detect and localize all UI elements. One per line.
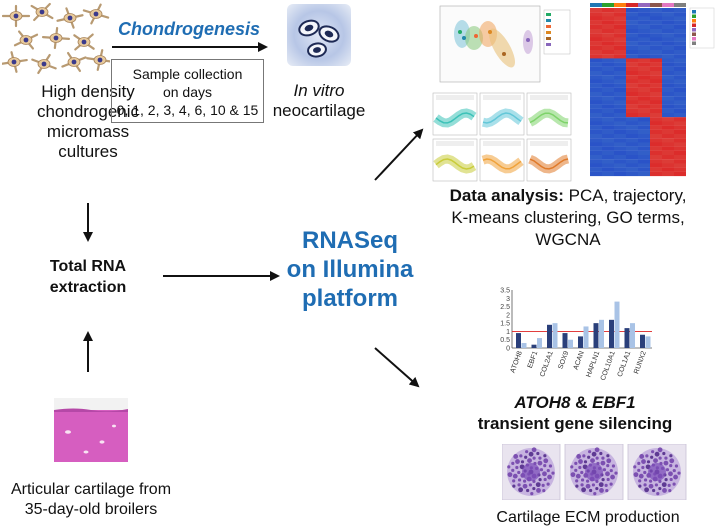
bar-chart-gene-label: EBF1 — [527, 350, 540, 369]
neocartilage-label: In vitro neocartilage — [272, 81, 366, 120]
bar-chart-y-tick: 2 — [506, 312, 510, 319]
cluster-trajectory-icon — [432, 92, 574, 182]
bar-chart-gene-label: ATOH8 — [510, 350, 524, 374]
bar-chart-bar — [599, 319, 604, 348]
total-rna-label: Total RNA extraction — [49, 258, 127, 296]
bar-chart-bar — [547, 324, 552, 348]
arrow-rnaseq-to-analysis — [374, 128, 424, 181]
bar-chart-bar — [624, 328, 630, 348]
data-analysis-label: Data analysis: PCA, trajectory, K-means … — [449, 186, 687, 249]
bar-chart-gene-label: COL2A1 — [539, 350, 555, 378]
bar-chart-gene-label: SOX9 — [557, 350, 570, 370]
bar-chart-bar — [645, 336, 651, 348]
bar-chart-bar — [630, 323, 635, 348]
bar-chart-bar — [593, 323, 599, 348]
bar-chart-bar — [578, 336, 583, 348]
bar-chart-bar — [583, 326, 589, 348]
bar-chart-bar — [516, 333, 521, 348]
bar-chart-gene-label: HAPLN1 — [585, 350, 601, 378]
rnaseq-label: RNASeq on Illumina platform — [286, 227, 414, 312]
bar-chart-y-tick: 3 — [506, 296, 510, 303]
bar-chart-bar — [568, 339, 573, 348]
bar-chart-bar — [609, 319, 614, 348]
bar-chart-y-tick: 1.5 — [500, 321, 510, 328]
stained-micromass-icon — [502, 444, 690, 500]
ecm-label: Cartilage ECM production — [496, 509, 680, 526]
neocartilage-cells-icon — [287, 4, 351, 66]
bar-chart-y-tick: 0.5 — [500, 337, 510, 344]
bar-chart-bar — [531, 344, 537, 348]
bar-chart-y-tick: 3.5 — [500, 288, 510, 295]
articular-label: Articular cartilage from 35-day-old broi… — [10, 481, 172, 518]
bar-chart-y-tick: 0 — [506, 346, 510, 353]
bar-chart-bar — [562, 333, 568, 348]
pca-plot-icon — [432, 4, 572, 90]
bar-chart-bar — [640, 334, 645, 348]
bar-chart-bar — [537, 338, 542, 348]
cartilage-histology-icon — [54, 398, 128, 462]
bar-chart-bar — [521, 343, 527, 348]
bar-chart-y-tick: 1 — [506, 329, 510, 336]
bar-chart-gene-label: RUNX2 — [633, 350, 648, 375]
arrow-rnaseq-to-silencing — [374, 347, 420, 388]
sample-collection-box: Sample collection on days 0, 1, 2, 3, 4,… — [111, 59, 264, 123]
chondrogenesis-label: Chondrogenesis — [118, 19, 261, 39]
bar-chart-gene-label: ACAN — [573, 350, 586, 371]
stellate-cells-icon — [2, 2, 110, 76]
bar-chart-bar — [614, 301, 620, 348]
bar-chart-y-tick: 2.5 — [500, 304, 510, 311]
bar-chart-bar — [552, 323, 558, 348]
silencing-label: ATOH8 & EBF1 transient gene silencing — [477, 393, 673, 433]
bar-chart-gene-label: COL1A1 — [617, 350, 633, 378]
bar-chart-gene-label: COL10A1 — [600, 350, 617, 381]
heatmap-icon — [588, 2, 716, 178]
